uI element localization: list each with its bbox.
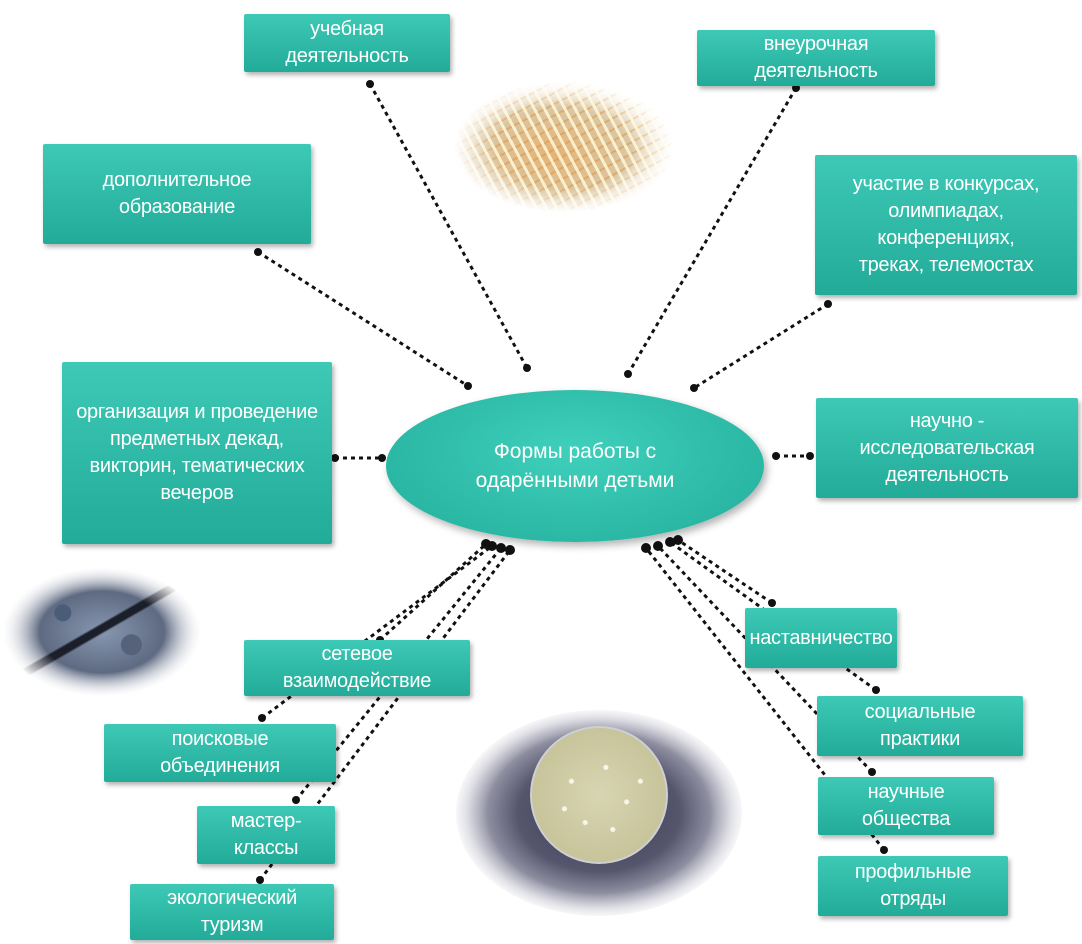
node-science-societies: научные общества <box>818 777 994 835</box>
connector-eco-tourism <box>258 549 512 881</box>
node-network: сетевое взаимодействие <box>244 640 470 696</box>
connector-additional-education <box>257 250 469 388</box>
node-additional-education: дополнительное образование <box>43 144 311 244</box>
connector-mentoring <box>677 538 773 605</box>
node-profile-squads: профильные отряды <box>818 856 1008 916</box>
soil-sample-photo <box>4 568 200 696</box>
node-research: научно - исследовательская деятельность <box>816 398 1078 498</box>
node-study: учебная деятельность <box>244 14 450 72</box>
straw-petri-photo <box>455 82 673 212</box>
petri-dish-icon <box>530 726 668 864</box>
node-search-groups: поисковые объединения <box>104 724 336 782</box>
connector-competitions <box>693 302 829 390</box>
node-social-practice: социальные практики <box>817 696 1023 756</box>
node-eco-tourism: экологический туризм <box>130 884 334 940</box>
node-master-classes: мастер-классы <box>197 806 335 864</box>
node-competitions: участие в конкурсах, олимпиадах, конфере… <box>815 155 1077 295</box>
central-topic: Формы работы с одарёнными детьми <box>386 390 764 542</box>
node-extracurricular: внеурочная деятельность <box>697 30 935 86</box>
connector-network <box>378 542 488 642</box>
node-mentoring: наставничество <box>745 608 897 668</box>
connector-study <box>368 83 529 369</box>
node-events: организация и проведение предметных дека… <box>62 362 332 544</box>
